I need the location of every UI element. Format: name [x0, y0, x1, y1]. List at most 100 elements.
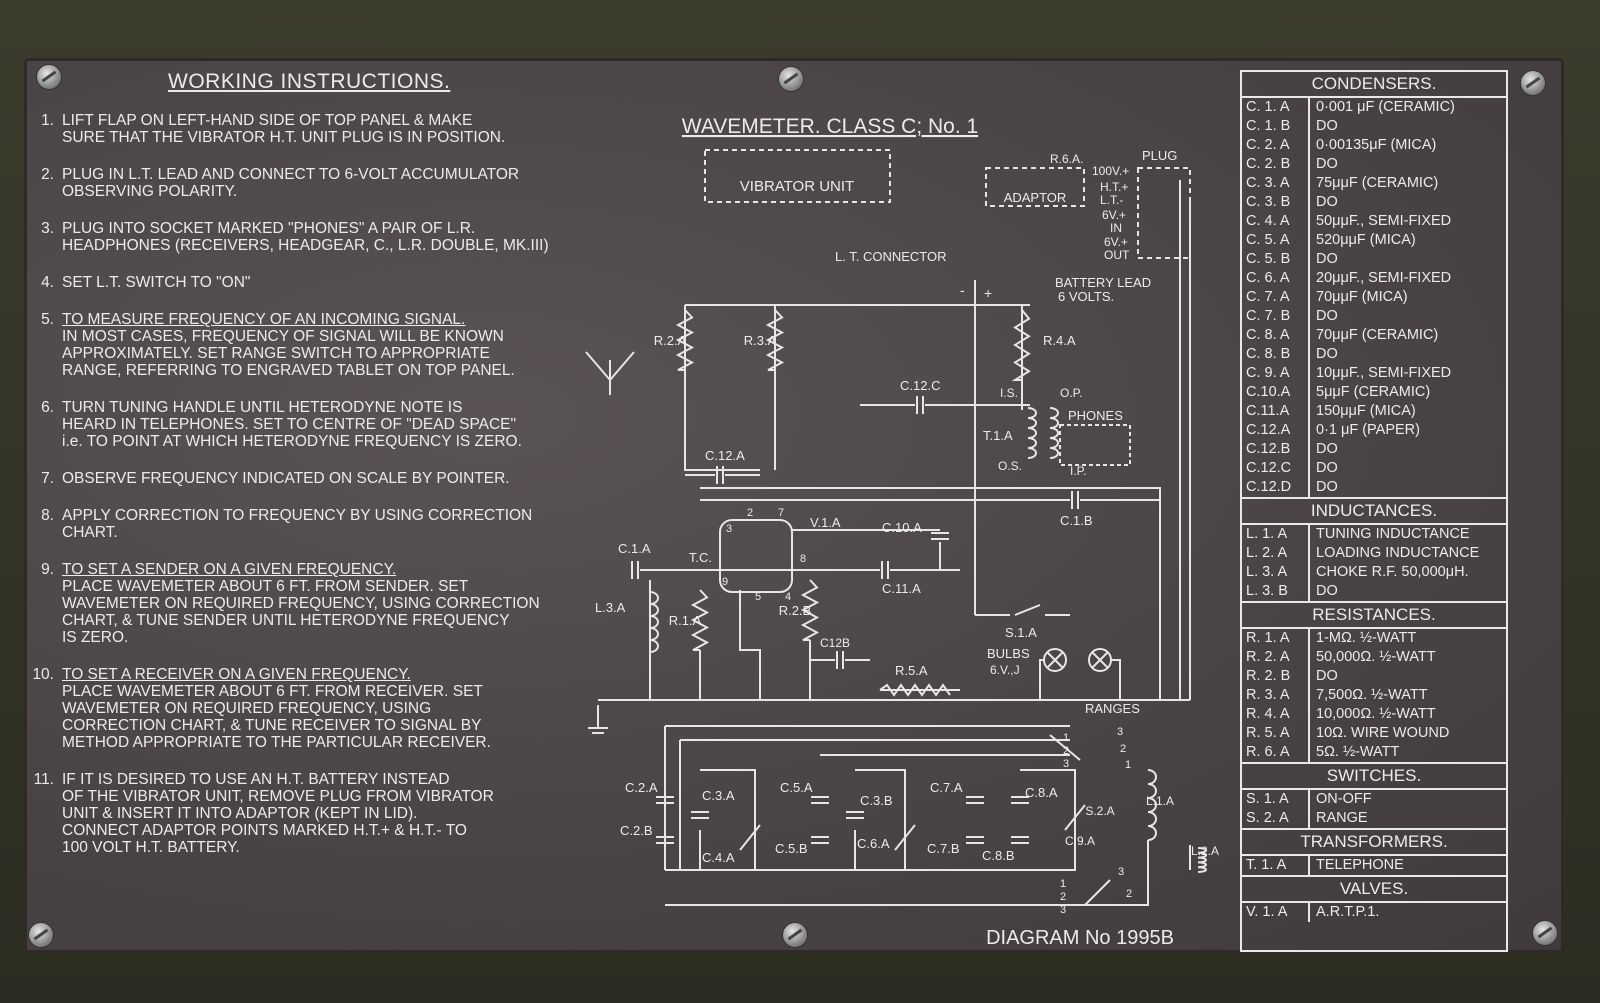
instruction-step: 3. PLUG INTO SOCKET MARKED "PHONES" A PAI… [30, 220, 590, 254]
diagram-label: C.3.B [860, 793, 893, 808]
diagram-label: R.2.B [779, 603, 812, 618]
component-value: DO [1316, 460, 1338, 476]
component-ref: C.12.B [1242, 440, 1310, 459]
component-ref: C. 3. B [1242, 193, 1310, 212]
diagram-label: RANGES [1085, 701, 1140, 716]
coil-symbol [1049, 407, 1059, 459]
switches-title: SWITCHES. [1242, 764, 1506, 790]
component-ref: C.12.C [1242, 459, 1310, 478]
coil-symbol [1027, 407, 1037, 459]
component-ref: R. 1. A [1242, 629, 1310, 648]
component-value: 10,000Ω. ½-WATT [1316, 706, 1436, 722]
diagram-label: OUT [1104, 248, 1130, 262]
step-text: TURN TUNING HANDLE UNTIL HETERODYNE NOTE… [62, 399, 522, 450]
wire [894, 824, 916, 851]
inductances-title: INDUCTANCES. [1242, 499, 1506, 525]
step-heading: TO SET A RECEIVER ON A GIVEN FREQUENCY. [62, 666, 411, 683]
wire [1111, 659, 1121, 700]
diagram-label: L. T. CONNECTOR [835, 249, 946, 264]
screw-icon [782, 922, 808, 948]
component-value: DO [1316, 118, 1338, 134]
diagram-label: C.4.A [702, 850, 735, 865]
coil-symbol [1197, 847, 1207, 873]
step-number: 2. [41, 166, 54, 183]
diagram-label: S.2.A [1085, 804, 1114, 818]
component-value: 20μμF., SEMI-FIXED [1316, 270, 1452, 286]
diagram-label: 5 [755, 591, 761, 603]
diagram-label: 2 [1063, 745, 1069, 757]
component-value: 70μμF (CERAMIC) [1316, 327, 1439, 343]
diagram-label: C.3.A [702, 788, 735, 803]
component-ref: R. 2. A [1242, 648, 1310, 667]
step-number: 9. [41, 561, 54, 578]
wire [1091, 651, 1109, 669]
diagram-label: C.5.B [775, 841, 808, 856]
diagram-label: C.11.A [882, 581, 921, 596]
component-value: 0·00135μF (MICA) [1316, 137, 1437, 153]
step-text: PLUG INTO SOCKET MARKED "PHONES" A PAIR … [62, 220, 549, 254]
wire [739, 590, 761, 700]
diagram-number: DIAGRAM No 1995B [986, 927, 1174, 949]
diagram-label: IN [1110, 221, 1122, 235]
diagram-label: 3 [1063, 758, 1069, 770]
plug-box [1137, 167, 1191, 259]
diagram-label: L.2.A [1191, 844, 1219, 858]
screw-icon [1520, 70, 1546, 96]
component-value: 75μμF (CERAMIC) [1316, 175, 1439, 191]
wire [585, 351, 635, 382]
diagram-label: C.10.A [882, 520, 922, 535]
working-instructions-title: WORKING INSTRUCTIONS. [168, 70, 451, 93]
component-value: TELEPHONE [1316, 857, 1404, 873]
step-number: 5. [41, 311, 54, 328]
component-ref: C. 8. B [1242, 345, 1310, 364]
component-value: 0·001 μF (CERAMIC) [1316, 99, 1455, 115]
diagram-label: C.9.A [1065, 834, 1095, 848]
step-number: 1. [41, 112, 54, 129]
diagram-label: O.S. [998, 459, 1022, 473]
component-ref: C. 1. B [1242, 117, 1310, 136]
component-value: 50,000Ω. ½-WATT [1316, 649, 1436, 665]
instruction-step: 10.TO SET A RECEIVER ON A GIVEN FREQUENC… [30, 666, 590, 751]
component-value: LOADING INDUCTANCE [1316, 545, 1480, 561]
component-value: DO [1316, 156, 1338, 172]
component-ref: C. 8. A [1242, 326, 1310, 345]
wire [1039, 659, 1044, 700]
instruction-step: 2.PLUG IN L.T. LEAD AND CONNECT TO 6-VOL… [30, 166, 590, 200]
component-ref: V. 1. A [1242, 903, 1310, 922]
step-number: 4. [41, 274, 54, 291]
instruction-step: 7.OBSERVE FREQUENCY INDICATED ON SCALE B… [30, 470, 590, 487]
component-value: DO [1316, 583, 1338, 599]
instruction-step: 9.TO SET A SENDER ON A GIVEN FREQUENCY.P… [30, 561, 590, 646]
diagram-label: C.12.C [900, 378, 940, 393]
diagram-label: R.6.A. [1050, 152, 1083, 166]
diagram-title: WAVEMETER. CLASS C; No. 1 [682, 115, 978, 138]
transformers-title: TRANSFORMERS. [1242, 830, 1506, 856]
wire [684, 305, 760, 471]
diagram-label: R.5.A [895, 663, 928, 678]
resistor-symbol [690, 589, 710, 651]
component-value: RANGE [1316, 810, 1368, 826]
diagram-label: 3 [1060, 904, 1066, 916]
wire [1064, 804, 1086, 831]
vibrator-unit-box [704, 149, 891, 203]
diagram-label: L.3.A [595, 600, 626, 615]
component-value: 520μμF (MICA) [1316, 232, 1416, 248]
diagram-label: C.5.A [780, 780, 813, 795]
wire [854, 769, 906, 871]
step-number: 7. [41, 470, 54, 487]
step-text: IF IT IS DESIRED TO USE AN H.T. BATTERY … [62, 771, 494, 856]
step-number: 3. [41, 220, 54, 237]
